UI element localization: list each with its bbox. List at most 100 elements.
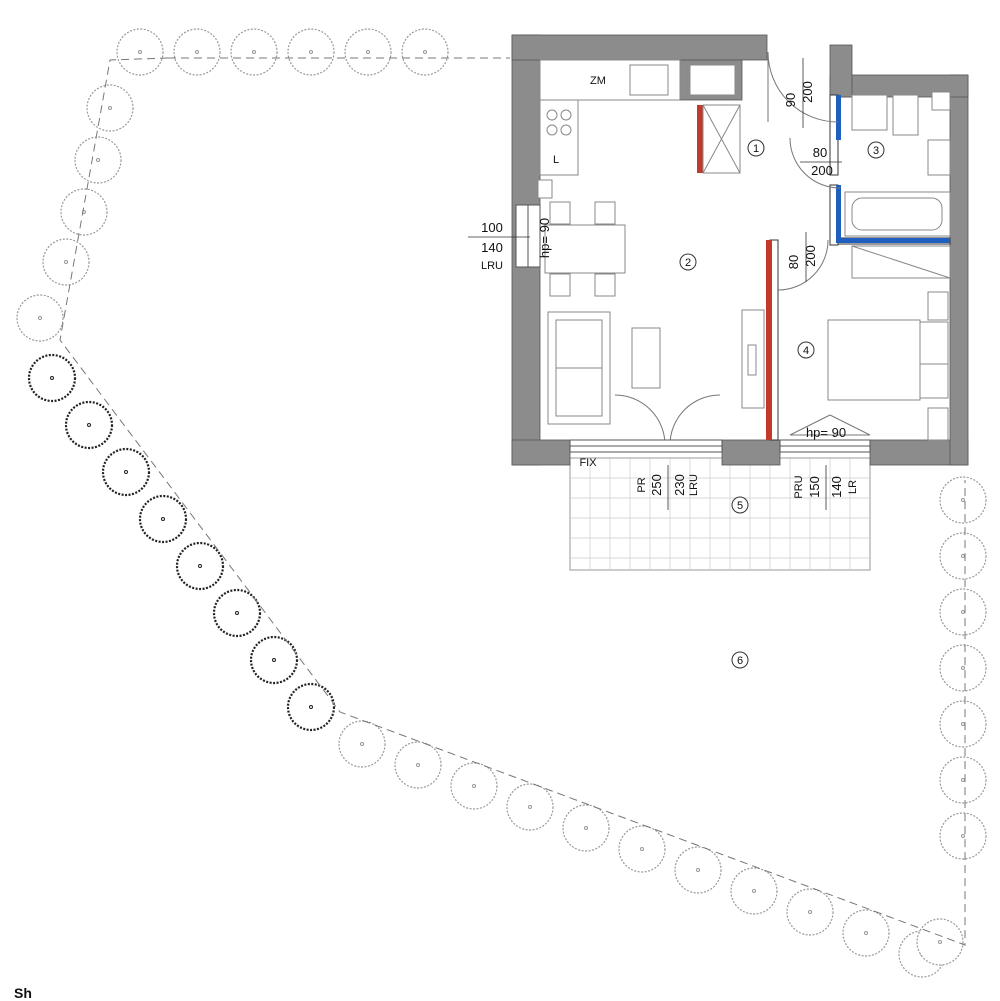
dining-table	[544, 201, 626, 297]
fixture-l: L	[553, 154, 559, 166]
west-window-sill: hp= 90	[537, 218, 552, 258]
tree-center	[366, 50, 370, 54]
room-markers: 1 2 3 4 5 6	[679, 139, 885, 669]
room-1-number: 1	[753, 143, 759, 155]
tree-center	[472, 784, 476, 788]
tree	[674, 846, 722, 894]
tree-center	[640, 847, 644, 851]
tree	[344, 28, 392, 76]
blue-wall-bath-2	[836, 185, 841, 243]
tree-center	[696, 868, 700, 872]
terrace-door-height: 230	[672, 474, 687, 496]
tree-center	[138, 50, 142, 54]
tree	[249, 635, 299, 685]
tree	[42, 238, 90, 286]
tree-center	[195, 50, 199, 54]
room-5-number: 5	[737, 500, 743, 512]
red-wall-kitchen	[697, 105, 703, 173]
bedroom-window-width: 150	[807, 476, 822, 498]
tree	[286, 682, 336, 732]
blue-wall-bath-3	[838, 238, 950, 243]
tree	[618, 825, 666, 873]
tree-center	[309, 705, 313, 709]
tree-center	[38, 316, 42, 320]
bedroom-door-width: 80	[786, 255, 801, 269]
tree	[173, 28, 221, 76]
tree-center	[808, 910, 812, 914]
west-window-height: 140	[481, 240, 503, 255]
bathroom-fixtures	[844, 91, 951, 279]
tree	[939, 756, 987, 804]
bedroom-door-height: 200	[803, 245, 818, 267]
tree-center	[528, 805, 532, 809]
windows	[515, 204, 871, 453]
tree	[86, 84, 134, 132]
bedroom-window-height: 140	[829, 476, 844, 498]
window-labels: 100 140 LRU hp= 90 FIX PR 250 230 LRU hp…	[468, 218, 859, 510]
tree-center	[864, 931, 868, 935]
tree	[394, 741, 442, 789]
bed	[741, 291, 949, 441]
tree	[287, 28, 335, 76]
tree	[338, 720, 386, 768]
terrace-door-width: 250	[649, 474, 664, 496]
tree	[175, 541, 225, 591]
tree	[16, 294, 64, 342]
tree	[786, 888, 834, 936]
tree	[116, 28, 164, 76]
tree	[842, 909, 890, 957]
tree	[730, 867, 778, 915]
entrance-door-width: 90	[783, 93, 798, 107]
tree-center	[584, 826, 588, 830]
tree-center	[50, 376, 54, 380]
tree-center	[235, 611, 239, 615]
tree	[939, 532, 987, 580]
tree	[939, 476, 987, 524]
terrace-door-type-left: PR	[636, 477, 648, 492]
tree-center	[961, 498, 965, 502]
tree	[506, 783, 554, 831]
tree-center	[108, 106, 112, 110]
tree-center	[423, 50, 427, 54]
bathroom-door-width: 80	[813, 145, 827, 160]
garden-trees	[16, 28, 987, 978]
tree	[939, 700, 987, 748]
tree-center	[309, 50, 313, 54]
tree	[916, 918, 964, 966]
terrace-fix-label: FIX	[579, 457, 597, 469]
tree-center	[87, 423, 91, 427]
door-dimensions: 90 200 80 200 80 200	[783, 58, 842, 282]
tree-center	[938, 940, 942, 944]
tree	[939, 644, 987, 692]
tree	[27, 353, 77, 403]
blue-wall-bath-1	[836, 95, 841, 140]
tree-center	[752, 889, 756, 893]
tree-center	[961, 666, 965, 670]
bedroom-window-type-left: PRU	[793, 475, 805, 498]
west-window-type: LRU	[481, 260, 503, 272]
tree	[450, 762, 498, 810]
tree	[138, 494, 188, 544]
kitchen	[537, 59, 741, 199]
bedroom-window-type-right: LR	[847, 480, 859, 494]
tree-center	[360, 742, 364, 746]
terrace	[569, 457, 871, 571]
tree-center	[161, 517, 165, 521]
bedroom-window-sill: hp= 90	[806, 425, 846, 440]
tree-center	[96, 158, 100, 162]
tree	[562, 804, 610, 852]
sofa	[547, 311, 661, 425]
entrance-door-height: 200	[800, 81, 815, 103]
room-3-number: 3	[873, 145, 879, 157]
tree	[101, 447, 151, 497]
tree	[939, 588, 987, 636]
room-2-number: 2	[685, 257, 691, 269]
red-wall-bedroom	[766, 240, 772, 440]
tree	[230, 28, 278, 76]
plot-boundary-line	[59, 57, 966, 946]
tree	[60, 188, 108, 236]
tree	[939, 812, 987, 860]
tree	[212, 588, 262, 638]
terrace-door-type-right: LRU	[688, 474, 700, 496]
